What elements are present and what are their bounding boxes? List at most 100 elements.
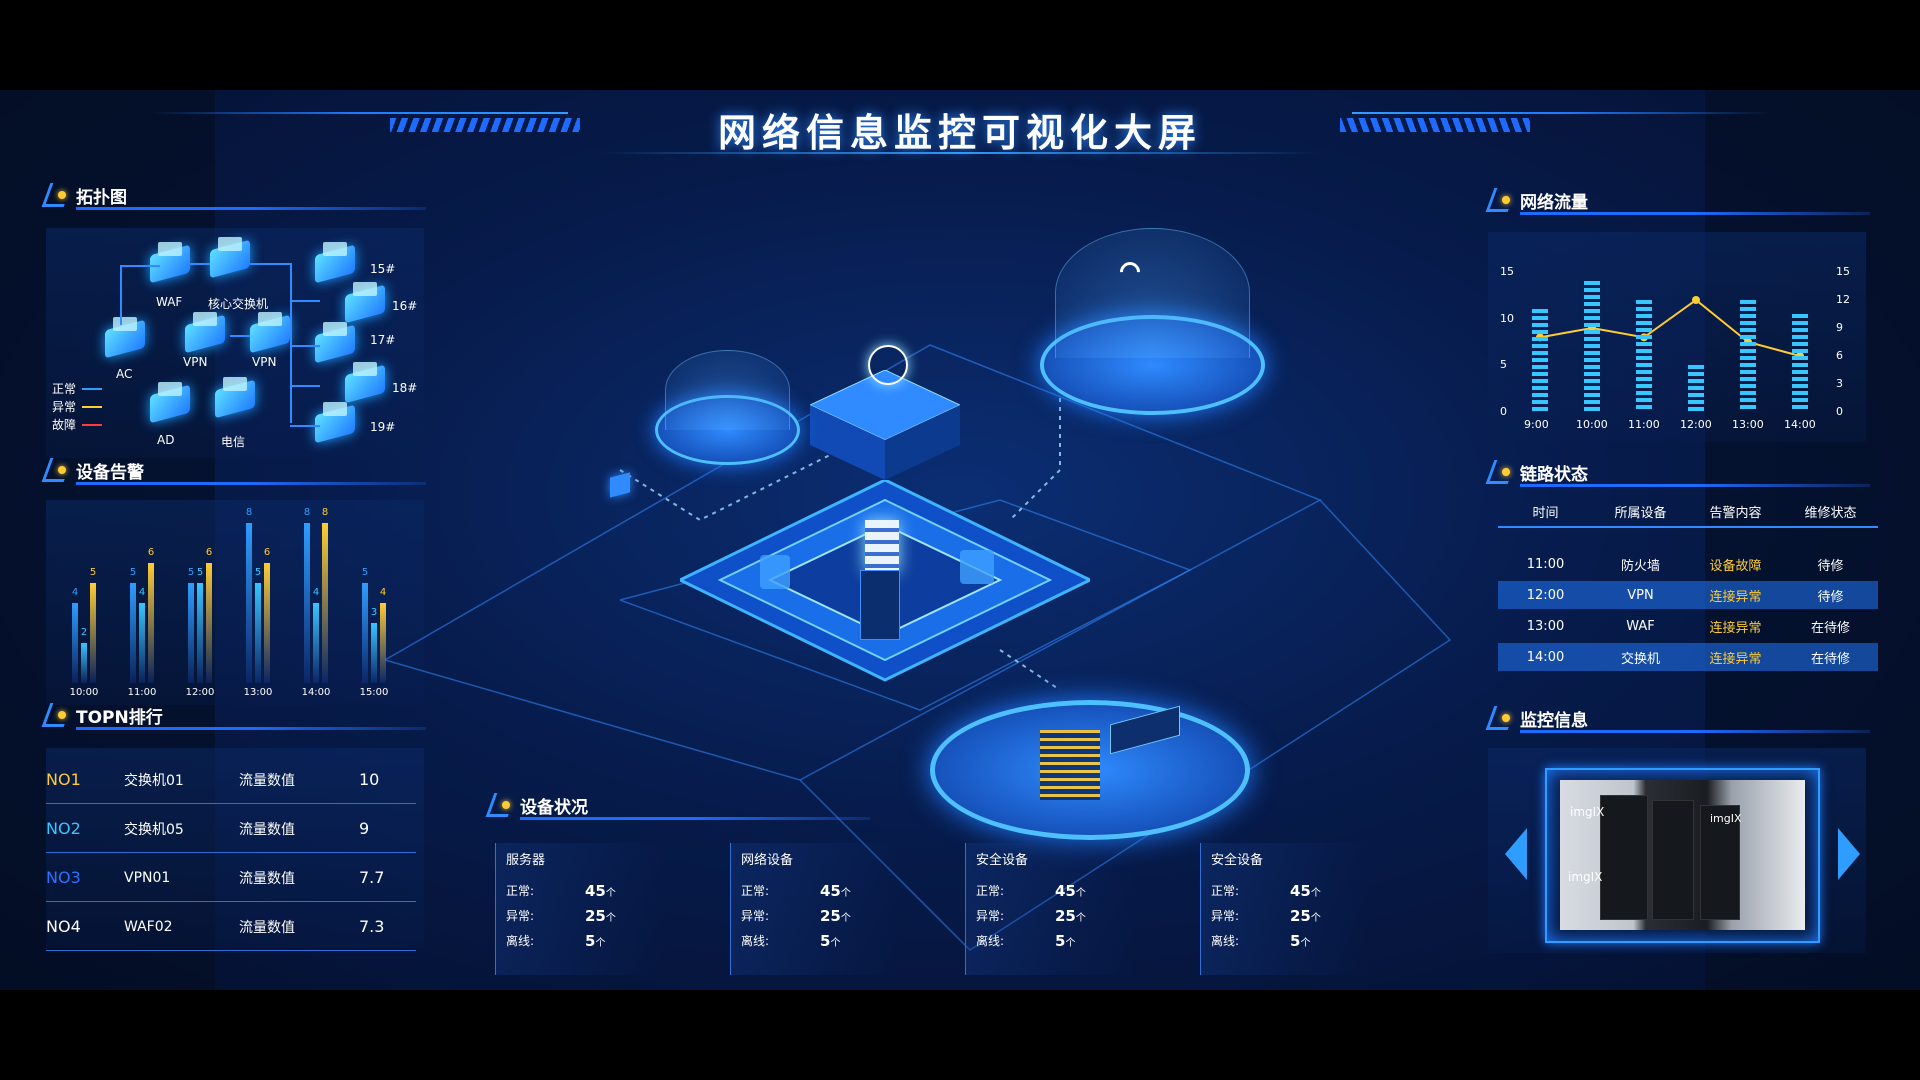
- section-dot-icon: [1502, 714, 1510, 722]
- traffic-bar[interactable]: [1688, 365, 1704, 412]
- link-device: 交换机: [1620, 651, 1660, 667]
- status-count-value: 5: [585, 931, 596, 950]
- topology-node-label: 17#: [370, 333, 396, 347]
- status-count: 5个: [1055, 932, 1125, 950]
- topology-node-label: WAF: [156, 295, 183, 309]
- alarm-bar-value: 4: [138, 587, 146, 598]
- status-key: 离线:: [1211, 934, 1240, 948]
- page-title: 网络信息监控可视化大屏: [717, 111, 1202, 155]
- traffic-bar[interactable]: [1792, 314, 1808, 412]
- link-device: 防火墙: [1620, 558, 1660, 574]
- section-dot-icon: [58, 191, 66, 199]
- alarm-bar[interactable]: [148, 563, 154, 683]
- alarm-bar[interactable]: [264, 563, 270, 683]
- section-topn: TOPN排行: [41, 700, 426, 730]
- traffic-bar[interactable]: [1740, 300, 1756, 412]
- device-status-column[interactable]: 安全设备正常:45个异常:25个离线:5个: [965, 843, 1135, 975]
- traffic-ytick-right: 12: [1836, 293, 1850, 306]
- link-alert: 设备故障: [1709, 558, 1762, 574]
- alarm-bar[interactable]: [322, 523, 328, 683]
- section-link-status: 链路状态: [1485, 457, 1870, 487]
- alarm-bar[interactable]: [380, 603, 386, 683]
- alarm-bar[interactable]: [362, 583, 368, 683]
- topology-node-label: 电信: [221, 435, 246, 449]
- status-count-value: 45: [1290, 881, 1311, 900]
- alarm-bar-value: 8: [321, 507, 329, 518]
- monitor-frame[interactable]: [1545, 768, 1820, 943]
- alarm-bar[interactable]: [90, 583, 96, 683]
- topology-node[interactable]: [150, 242, 190, 284]
- traffic-bar[interactable]: [1636, 300, 1652, 412]
- alarm-bar[interactable]: [206, 563, 212, 683]
- alarm-bar[interactable]: [188, 583, 194, 683]
- traffic-bar[interactable]: [1584, 281, 1600, 412]
- device-status-column[interactable]: 安全设备正常:45个异常:25个离线:5个: [1200, 843, 1370, 975]
- topn-rank: NO1: [46, 770, 81, 789]
- topology-node[interactable]: [315, 402, 355, 444]
- topology-node[interactable]: [250, 312, 290, 354]
- alarm-bar[interactable]: [72, 603, 78, 683]
- status-count-value: 25: [820, 906, 841, 925]
- traffic-bar[interactable]: [1532, 309, 1548, 412]
- status-key: 离线:: [976, 934, 1005, 948]
- device-status-row: 正常: 45个: [1211, 878, 1360, 903]
- topn-value: 10: [359, 770, 380, 789]
- alarm-bar[interactable]: [313, 603, 319, 683]
- topology-node[interactable]: [315, 322, 355, 364]
- topology-node[interactable]: [185, 312, 225, 354]
- alarm-bar[interactable]: [255, 583, 261, 683]
- topology-node[interactable]: [215, 377, 255, 419]
- section-alarm: 设备告警: [41, 455, 426, 485]
- topn-metric: 流量数值: [239, 870, 295, 887]
- status-count-unit: 个: [1310, 887, 1321, 899]
- topn-metric: 流量数值: [239, 821, 295, 838]
- legend-label: 正常: [52, 382, 77, 396]
- status-count-value: 45: [1055, 881, 1076, 900]
- topology-node-label: 19#: [370, 420, 396, 434]
- tower-icon: [860, 570, 900, 640]
- status-key: 异常:: [506, 909, 535, 923]
- next-arrow-icon[interactable]: [1838, 828, 1860, 880]
- watermark-text: imgIX: [1568, 870, 1603, 884]
- device-status-column[interactable]: 网络设备正常:45个异常:25个离线:5个: [730, 843, 900, 975]
- section-traffic: 网络流量: [1485, 185, 1870, 215]
- topology-link: [290, 385, 320, 387]
- header-line-left: [148, 112, 568, 114]
- alarm-bar-value: 4: [312, 587, 320, 598]
- topology-node[interactable]: [345, 362, 385, 404]
- status-count: 25个: [1290, 907, 1360, 925]
- alarm-bar[interactable]: [81, 643, 87, 683]
- alarm-bar[interactable]: [246, 523, 252, 683]
- status-count-unit: 个: [1300, 937, 1311, 949]
- server-stack-icon: [865, 520, 899, 572]
- topology-node[interactable]: [105, 317, 145, 359]
- alarm-bar[interactable]: [130, 583, 136, 683]
- device-cube-top: [158, 382, 182, 396]
- topology-node[interactable]: [315, 242, 355, 284]
- status-key: 正常:: [1211, 884, 1240, 898]
- alarm-bar[interactable]: [371, 623, 377, 683]
- status-count-unit: 个: [595, 937, 606, 949]
- device-cube-top: [323, 402, 347, 416]
- topology-node[interactable]: [345, 282, 385, 324]
- topology-node[interactable]: [150, 382, 190, 424]
- alarm-bar[interactable]: [139, 603, 145, 683]
- section-title: TOPN排行: [76, 707, 163, 728]
- alarm-bar[interactable]: [197, 583, 203, 683]
- device-status-row: 正常:45个: [506, 878, 655, 903]
- alarm-bar-value: 6: [263, 547, 271, 558]
- topology-node[interactable]: [210, 237, 250, 279]
- header: 网络信息监控可视化大屏: [0, 90, 1920, 160]
- alarm-bar[interactable]: [304, 523, 310, 683]
- prev-arrow-icon[interactable]: [1505, 828, 1527, 880]
- device-status-column[interactable]: 服务器正常:45个异常:25个离线:5个: [495, 843, 665, 975]
- alarm-bar-value: 8: [245, 507, 253, 518]
